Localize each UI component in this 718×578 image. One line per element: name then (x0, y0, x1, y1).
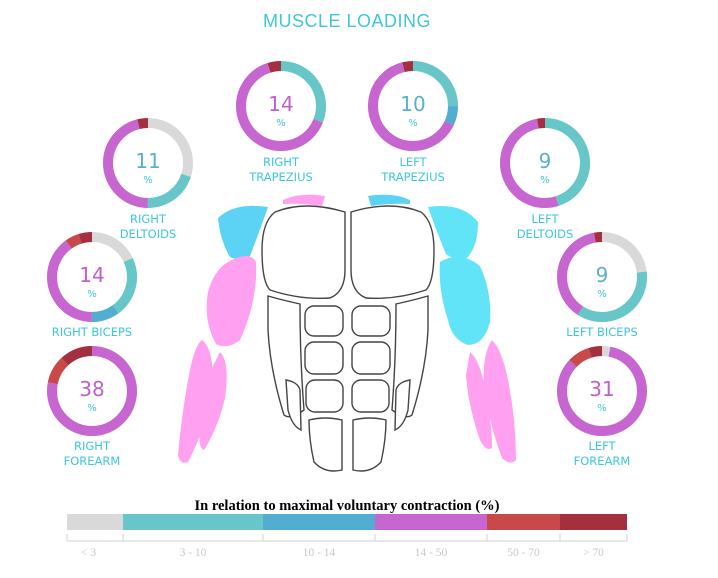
chart-title: MUSCLE LOADING (263, 11, 431, 31)
legend-label-4: 50 - 70 (507, 547, 540, 559)
legend: < 3 3 - 10 10 - 14 14 - 50 50 - 70 > 70 (66, 514, 628, 559)
right-forearm-value: 38 (79, 377, 104, 401)
right-trapezius-label-0: RIGHT (263, 155, 300, 169)
left-trapezius-shape (368, 194, 410, 206)
right-forearm-inner-shape (199, 352, 227, 450)
left-deltoids-segment-1 (500, 118, 590, 208)
left-deltoid-shape (428, 206, 478, 260)
right-forearm-label-0: RIGHT (74, 439, 111, 453)
left-forearm-inner-shape (466, 352, 492, 449)
right-forearm-shape (178, 340, 213, 463)
right-deltoids-label-0: RIGHT (130, 212, 167, 226)
legend-band-2 (263, 514, 375, 530)
left-trapezius-unit: % (408, 118, 418, 129)
left-deltoids-value: 9 (539, 149, 552, 173)
left-pectoral-shape (350, 205, 435, 300)
right-deltoids-unit: % (143, 175, 153, 186)
right-biceps-segment-1 (47, 232, 137, 322)
left-biceps-label-0: LEFT BICEPS (566, 325, 638, 339)
legend-band-1 (123, 514, 263, 530)
legend-label-0: < 3 (81, 547, 96, 559)
left-biceps-value: 9 (596, 263, 609, 287)
right-forearm-segment-2 (47, 346, 137, 436)
donut-group: 14%RIGHTTRAPEZIUS10%LEFTTRAPEZIUS11%RIGH… (47, 61, 647, 468)
right-biceps-value: 14 (79, 263, 104, 287)
right-deltoids-segment-1 (103, 118, 193, 208)
right-biceps-shape (206, 256, 257, 347)
right-trapezius-unit: % (276, 118, 286, 129)
right-forearm-unit: % (87, 403, 97, 414)
right-trapezius-segment-2 (236, 61, 326, 151)
legend-label-1: 3 - 10 (180, 547, 207, 559)
left-forearm-shape (483, 340, 516, 463)
right-biceps-segment-4 (47, 232, 137, 322)
right-biceps-segment-0 (47, 232, 137, 322)
right-biceps-segment-2 (47, 232, 137, 322)
left-deltoids-label-0: LEFT (531, 212, 559, 226)
legend-label-5: > 70 (583, 547, 604, 559)
left-biceps-segment-0 (557, 232, 647, 322)
left-deltoids-label-1: DELTOIDS (517, 227, 574, 241)
right-deltoid-shape (218, 205, 268, 260)
left-forearm-segment-2 (557, 346, 647, 436)
left-forearm-segment-0 (557, 346, 647, 436)
left-forearm-unit: % (597, 403, 607, 414)
left-trapezius-segment-3 (368, 61, 458, 151)
legend-band-4 (487, 514, 560, 530)
left-trapezius-segment-2 (368, 61, 458, 151)
left-deltoids-unit: % (540, 175, 550, 186)
right-pectoral-shape (261, 205, 346, 300)
left-trapezius-value: 10 (400, 92, 425, 116)
right-biceps-label-0: RIGHT BICEPS (52, 325, 132, 339)
body-figure (178, 194, 516, 472)
right-biceps-unit: % (87, 289, 97, 300)
left-forearm-label-1: FOREARM (574, 454, 631, 468)
legend-band-3 (375, 514, 487, 530)
legend-label-2: 10 - 14 (303, 547, 336, 559)
legend-band-5 (560, 514, 627, 530)
left-deltoids-segment-2 (500, 118, 590, 208)
right-trapezius-value: 14 (268, 92, 293, 116)
legend-label-3: 14 - 50 (415, 547, 448, 559)
left-biceps-segment-1 (557, 232, 647, 322)
right-biceps-donut: 14% RIGHT BICEPS (47, 232, 137, 339)
right-forearm-label-1: FOREARM (64, 454, 121, 468)
legend-title: In relation to maximal voluntary contrac… (194, 498, 499, 514)
left-biceps-segment-2 (557, 232, 647, 322)
right-deltoids-value: 11 (135, 149, 160, 173)
right-trapezius-label-1: TRAPEZIUS (248, 170, 313, 184)
left-forearm-label-0: LEFT (588, 439, 616, 453)
legend-band-0 (67, 514, 123, 530)
left-biceps-donut: 9% LEFT BICEPS (557, 232, 647, 339)
right-trapezius-shape (283, 194, 325, 206)
left-biceps-shape (439, 256, 491, 345)
left-forearm-value: 31 (589, 377, 614, 401)
left-trapezius-label-1: TRAPEZIUS (380, 170, 445, 184)
left-biceps-unit: % (597, 289, 607, 300)
left-trapezius-label-0: LEFT (399, 155, 427, 169)
right-deltoids-segment-2 (103, 118, 193, 208)
right-deltoids-segment-0 (103, 118, 193, 208)
right-deltoids-label-1: DELTOIDS (120, 227, 177, 241)
right-trapezius-segment-1 (236, 61, 326, 151)
